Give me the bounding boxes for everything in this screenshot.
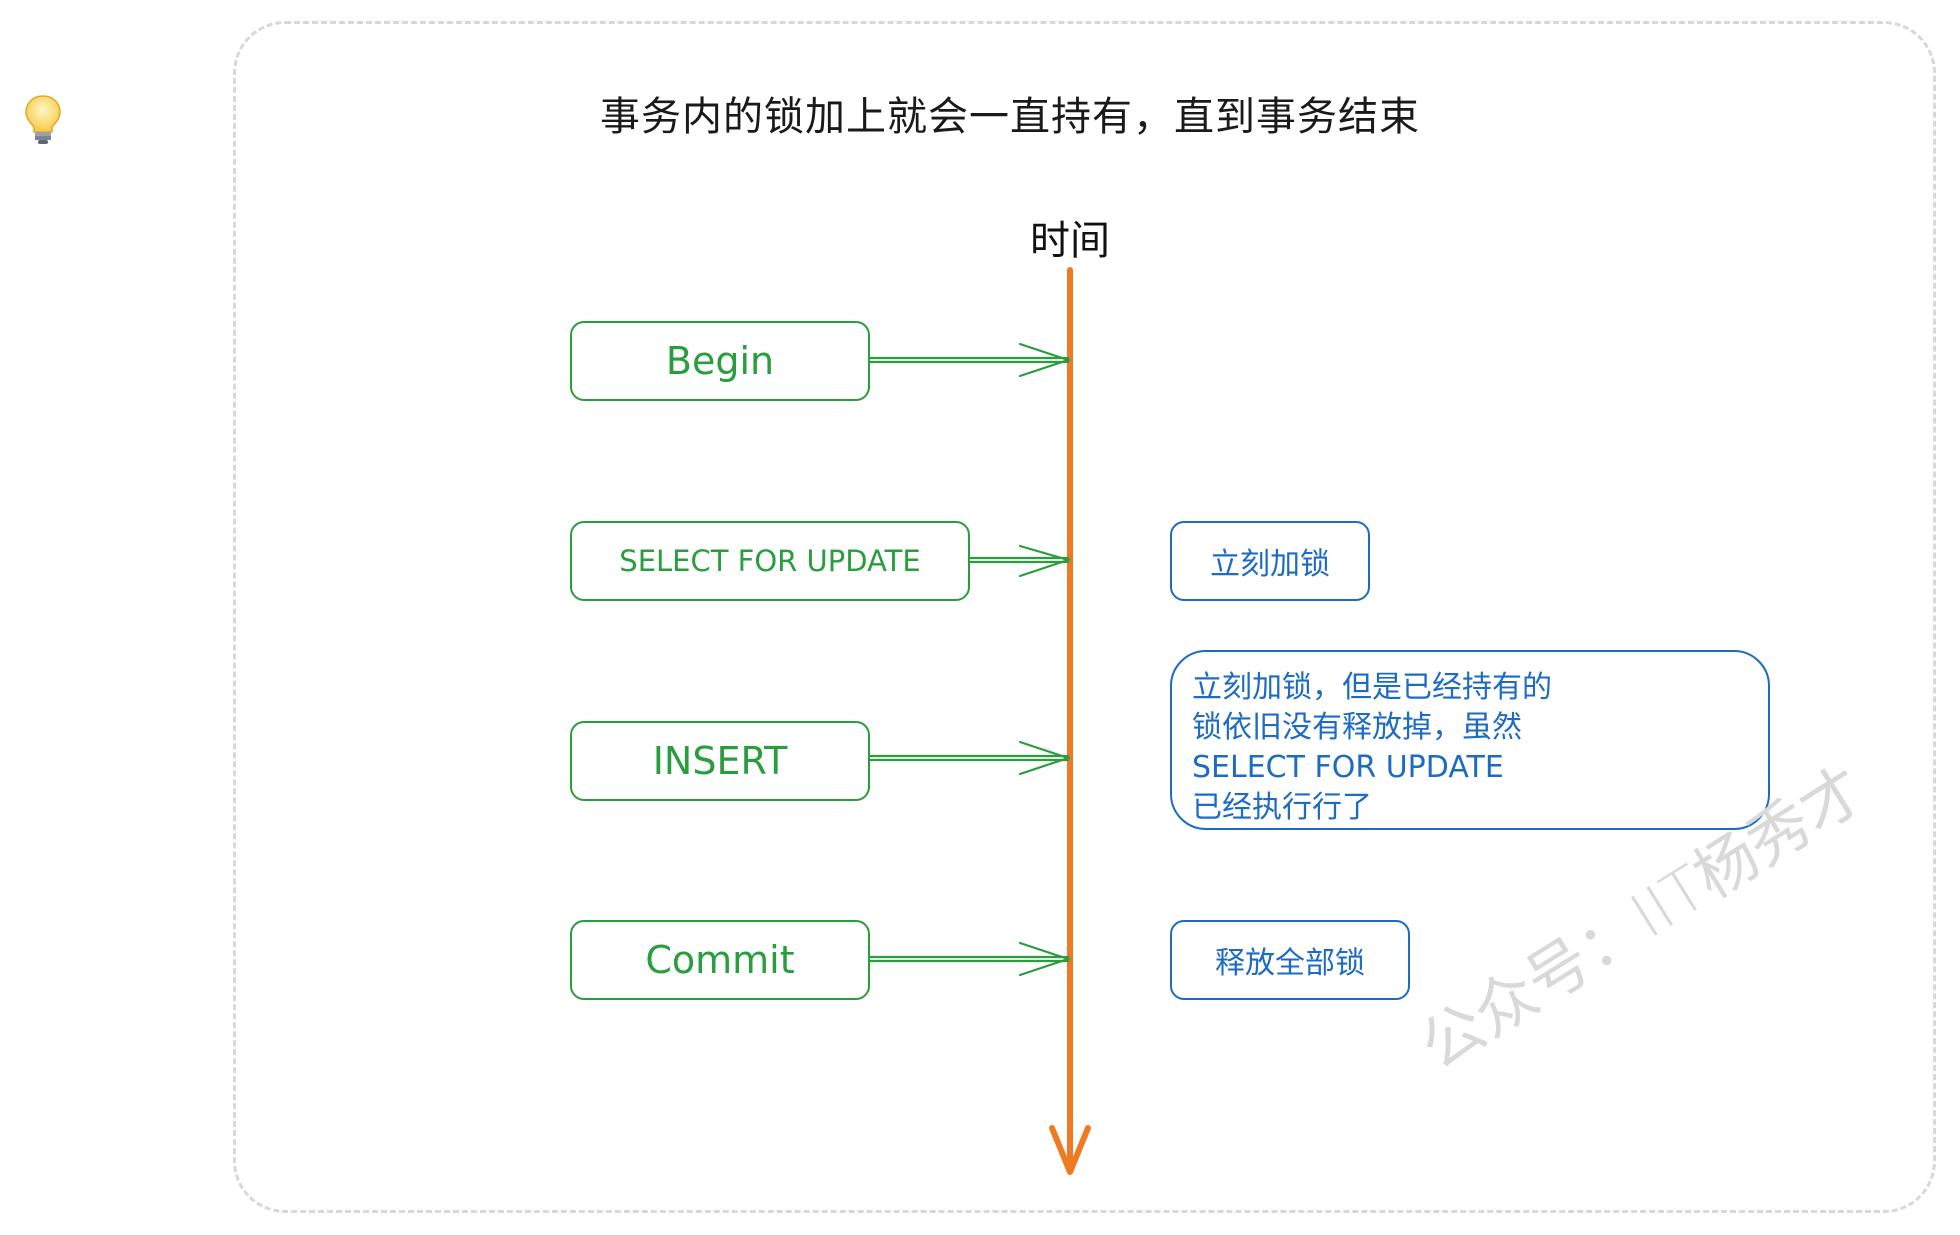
step-insert-label: INSERT [652, 739, 788, 783]
step-select-for-update: SELECT FOR UPDATE [570, 521, 970, 601]
step-commit: Commit [570, 920, 870, 1000]
note-lock-still-held: 立刻加锁，但是已经持有的 锁依旧没有释放掉，虽然 SELECT FOR UPDA… [1170, 650, 1770, 830]
note-release-all-locks: 释放全部锁 [1170, 920, 1410, 1000]
arrow-commit [866, 941, 1072, 977]
arrow-select-for-update [966, 544, 1072, 578]
step-begin: Begin [570, 321, 870, 401]
note-line-2: 锁依旧没有释放掉，虽然 [1192, 710, 1522, 745]
time-axis-label: 时间 [1030, 218, 1110, 264]
note-line-4: 已经执行行了 [1192, 790, 1372, 825]
note-lock-immediately: 立刻加锁 [1170, 521, 1370, 601]
step-begin-label: Begin [665, 339, 775, 383]
diagram-title: 事务内的锁加上就会一直持有，直到事务结束 [600, 94, 1420, 140]
note-line-1: 立刻加锁，但是已经持有的 [1192, 670, 1552, 705]
time-axis-arrowhead [1049, 1125, 1091, 1175]
step-insert: INSERT [570, 721, 870, 801]
note-lock-immediately-label: 立刻加锁 [1210, 547, 1330, 582]
arrow-insert [866, 740, 1072, 776]
diagram-frame [233, 21, 1936, 1213]
note-release-all-locks-label: 释放全部锁 [1215, 946, 1365, 981]
arrow-begin [866, 342, 1072, 378]
step-commit-label: Commit [645, 938, 795, 982]
step-select-for-update-label: SELECT FOR UPDATE [619, 544, 921, 578]
note-line-3: SELECT FOR UPDATE [1192, 750, 1504, 785]
lightbulb-icon [25, 95, 61, 144]
